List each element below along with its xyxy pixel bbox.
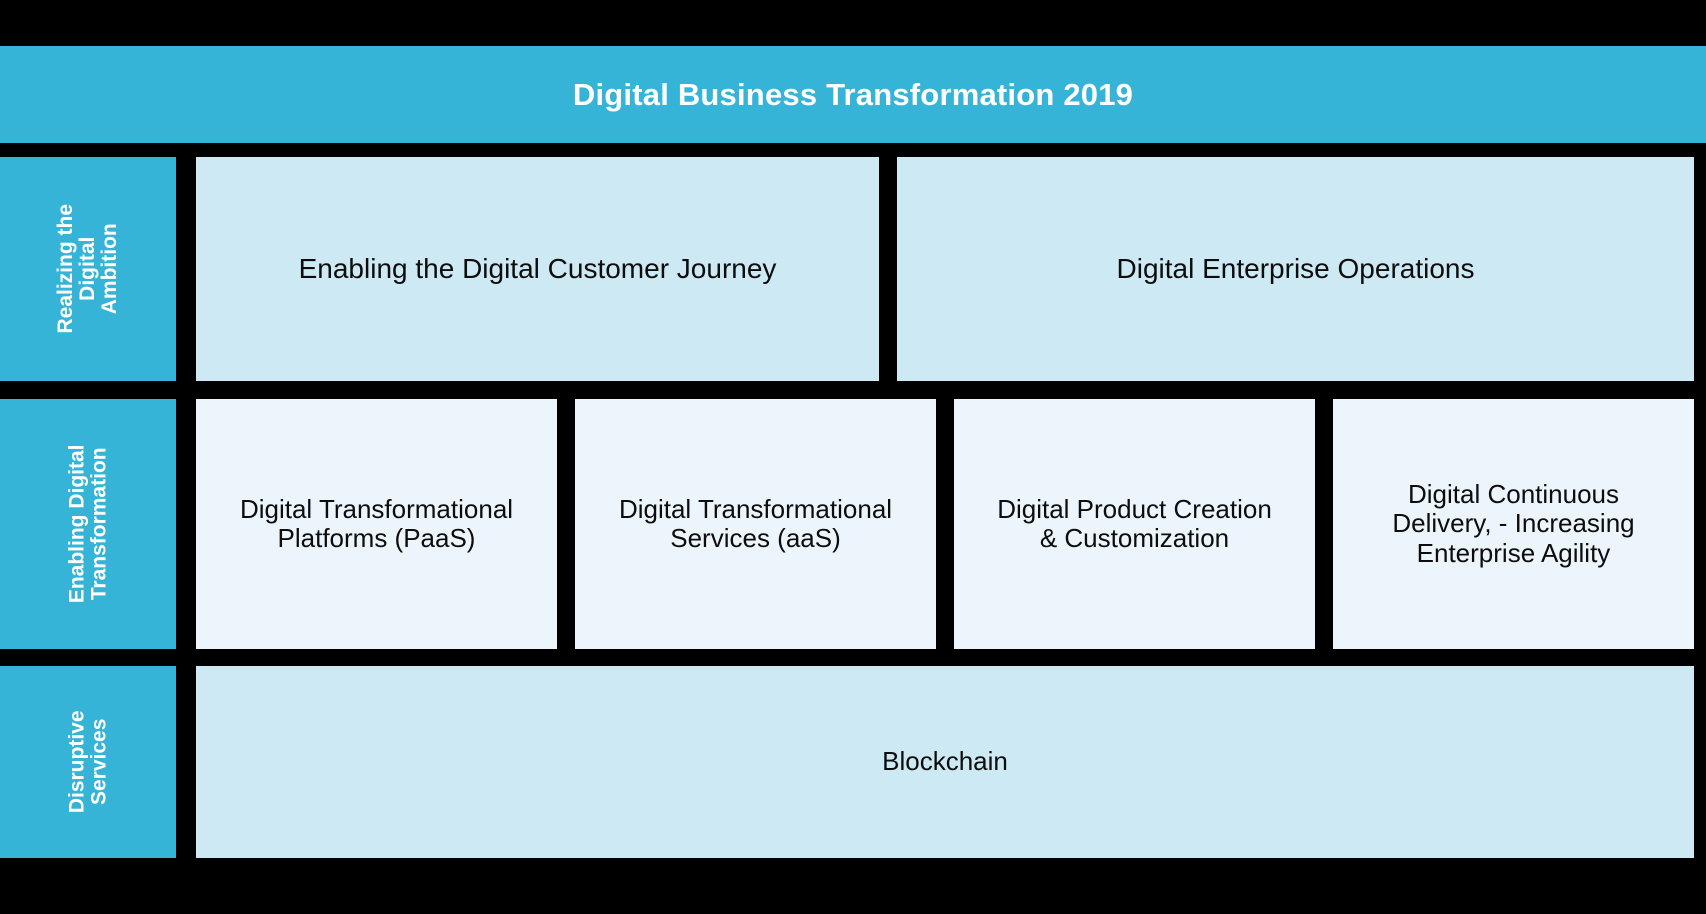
row-cells: Enabling the Digital Customer Journey Di… bbox=[196, 157, 1694, 381]
row-label-text: Enabling Digital Transformation bbox=[65, 444, 110, 604]
row-label-realizing-the-digital-ambition: Realizing the Digital Ambition bbox=[0, 157, 176, 381]
layer-row-disruptive-services: Disruptive Services Blockchain bbox=[0, 666, 1706, 858]
cell-digital-transformational-platforms-paas[interactable]: Digital Transformational Platforms (PaaS… bbox=[196, 399, 557, 649]
cell-digital-product-creation-customization[interactable]: Digital Product Creation & Customization bbox=[954, 399, 1315, 649]
layer-row-enabling-digital-transformation: Enabling Digital Transformation Digital … bbox=[0, 399, 1706, 649]
row-label-text: Disruptive Services bbox=[65, 710, 110, 814]
cell-label: Digital Transformational Services (aaS) bbox=[618, 493, 893, 553]
cell-label: Enabling the Digital Customer Journey bbox=[298, 253, 777, 285]
cell-digital-continuous-delivery[interactable]: Digital Continuous Delivery, - Increasin… bbox=[1333, 399, 1694, 649]
cell-enabling-the-digital-customer-journey[interactable]: Enabling the Digital Customer Journey bbox=[196, 157, 880, 381]
cell-label: Blockchain bbox=[882, 746, 1008, 777]
layer-row-realizing-the-digital-ambition: Realizing the Digital Ambition Enabling … bbox=[0, 157, 1706, 381]
cell-label: Digital Continuous Delivery, - Increasin… bbox=[1392, 479, 1635, 568]
diagram-title-banner: Digital Business Transformation 2019 bbox=[0, 46, 1706, 143]
cell-label: Digital Enterprise Operations bbox=[1116, 253, 1475, 285]
cell-label: Digital Product Creation & Customization bbox=[997, 493, 1272, 553]
cell-digital-enterprise-operations[interactable]: Digital Enterprise Operations bbox=[897, 157, 1694, 381]
cell-digital-transformational-services-aas[interactable]: Digital Transformational Services (aaS) bbox=[575, 399, 936, 649]
cell-label: Digital Transformational Platforms (PaaS… bbox=[239, 493, 514, 553]
row-cells: Blockchain bbox=[196, 666, 1694, 858]
row-label-text: Realizing the Digital Ambition bbox=[54, 204, 121, 334]
row-cells: Digital Transformational Platforms (PaaS… bbox=[196, 399, 1694, 649]
page-title: Digital Business Transformation 2019 bbox=[572, 76, 1134, 112]
row-label-disruptive-services: Disruptive Services bbox=[0, 666, 176, 858]
row-label-enabling-digital-transformation: Enabling Digital Transformation bbox=[0, 399, 176, 649]
cell-blockchain[interactable]: Blockchain bbox=[196, 666, 1694, 858]
